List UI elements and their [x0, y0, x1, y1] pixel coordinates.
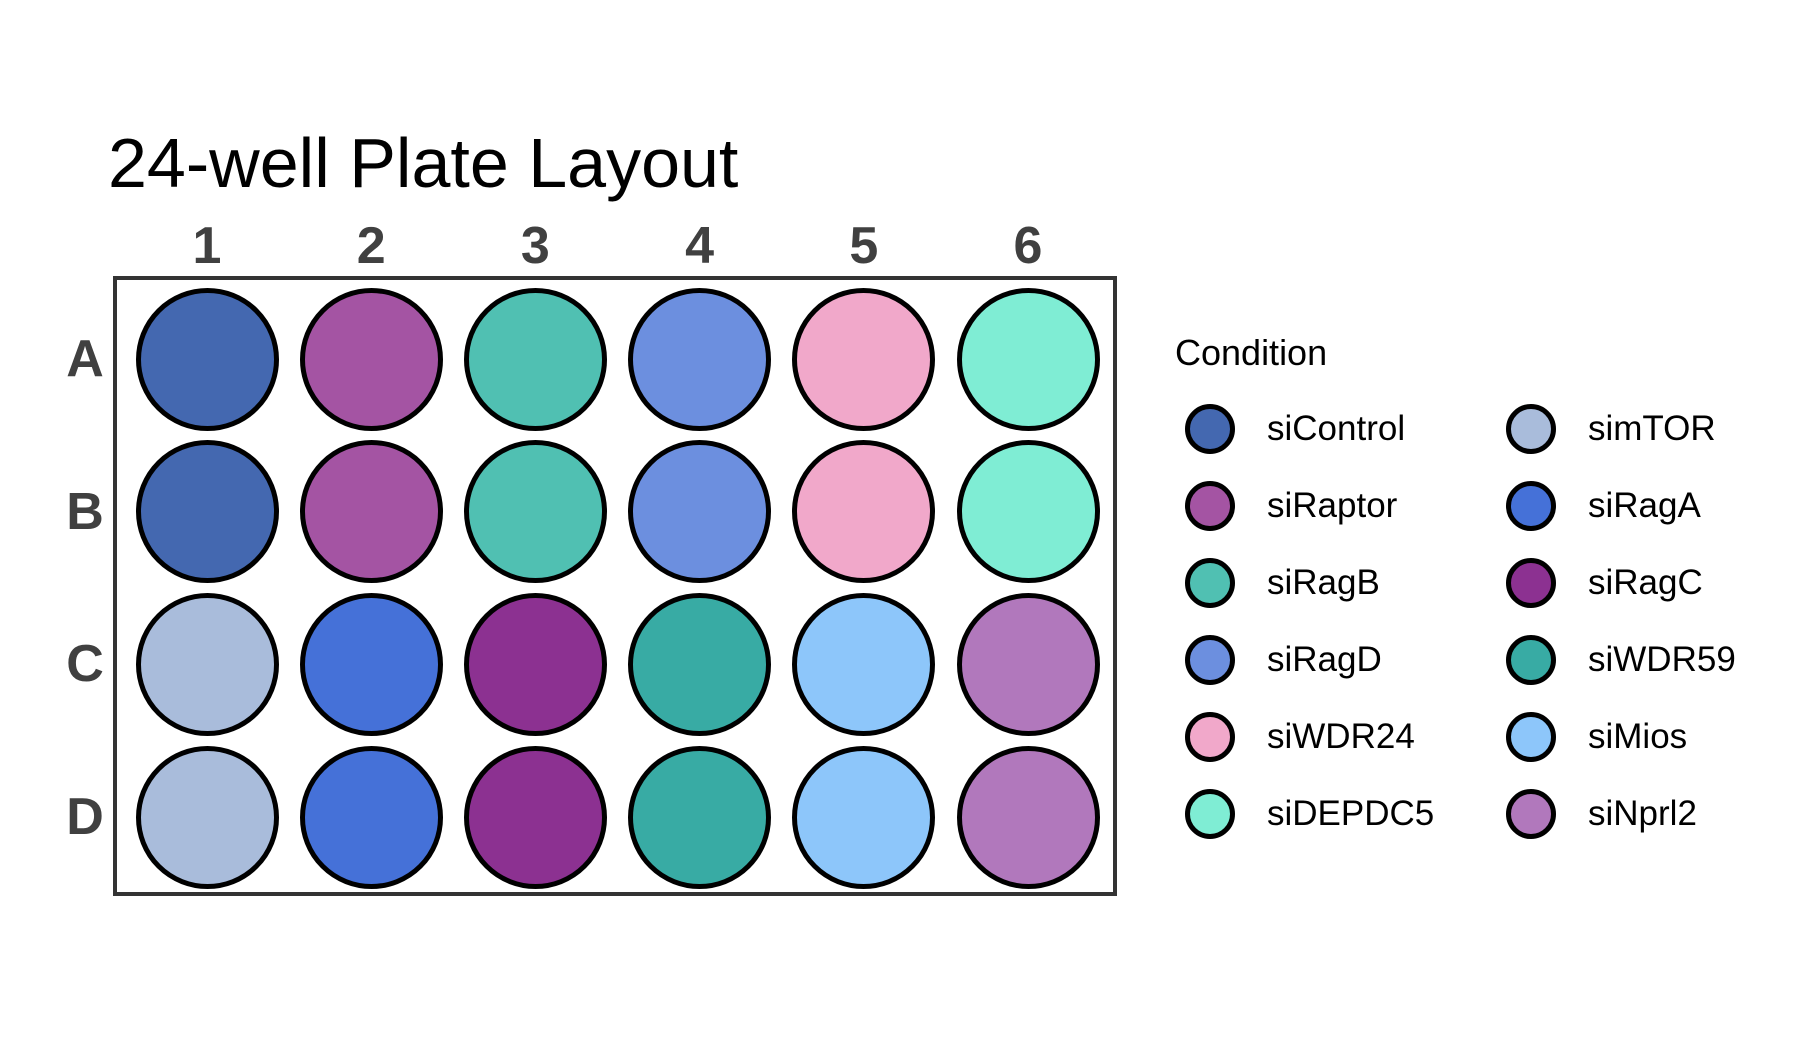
legend-entry-siMios: siMios: [1506, 712, 1687, 762]
chart-title: 24-well Plate Layout: [108, 124, 739, 202]
legend-entry-siWDR24: siWDR24: [1185, 712, 1415, 762]
legend-entry-simTOR: simTOR: [1506, 404, 1716, 454]
well-A5: [792, 287, 936, 431]
well-C4: [628, 592, 772, 736]
legend-swatch-siRagB: [1185, 558, 1235, 608]
well-C6: [956, 592, 1100, 736]
legend-swatch-siRagA: [1506, 481, 1556, 531]
row-label-A: A: [66, 330, 104, 388]
legend-swatch-siWDR24: [1185, 712, 1235, 762]
well-A6: [956, 287, 1100, 431]
well-B4: [628, 440, 772, 584]
legend-entry-siRagD: siRagD: [1185, 635, 1382, 685]
legend-swatch-simTOR: [1506, 404, 1556, 454]
legend-swatch-siRagC: [1506, 558, 1556, 608]
well-D3: [463, 745, 607, 889]
well-A4: [628, 287, 772, 431]
legend-label-siDEPDC5: siDEPDC5: [1267, 794, 1435, 833]
legend-swatch-siNprl2: [1506, 789, 1556, 839]
legend-entry-siRagB: siRagB: [1185, 558, 1380, 608]
well-D4: [628, 745, 772, 889]
legend-title: Condition: [1175, 332, 1328, 373]
legend-swatch-siMios: [1506, 712, 1556, 762]
legend-label-siRagA: siRagA: [1588, 486, 1701, 525]
row-label-D: D: [66, 788, 104, 847]
well-C3: [463, 592, 607, 736]
plate-outline: [113, 276, 1117, 896]
well-C2: [299, 592, 443, 736]
legend-entry-siRagA: siRagA: [1506, 481, 1701, 531]
well-B6: [956, 440, 1100, 584]
legend-swatch-siControl: [1185, 404, 1235, 454]
legend-swatch-siRaptor: [1185, 481, 1235, 531]
legend-label-siMios: siMios: [1588, 717, 1688, 756]
row-label-C: C: [66, 635, 104, 694]
legend-entry-siWDR59: siWDR59: [1506, 635, 1736, 685]
legend-label-siWDR24: siWDR24: [1267, 717, 1415, 756]
legend-entry-siRagC: siRagC: [1506, 558, 1703, 608]
legend-entry-siNprl2: siNprl2: [1506, 789, 1697, 839]
legend-swatch-siWDR59: [1506, 635, 1556, 685]
well-C5: [792, 592, 936, 736]
col-label-6: 6: [1013, 217, 1043, 275]
legend-swatch-siRagD: [1185, 635, 1235, 685]
well-D2: [299, 745, 443, 889]
col-label-5: 5: [849, 217, 879, 275]
col-label-4: 4: [685, 217, 715, 275]
well-D1: [135, 745, 279, 889]
legend-entry-siDEPDC5: siDEPDC5: [1185, 789, 1434, 839]
legend-label-siRaptor: siRaptor: [1267, 486, 1398, 525]
col-label-2: 2: [356, 217, 386, 275]
legend-label-siNprl2: siNprl2: [1588, 794, 1697, 833]
legend-label-siWDR59: siWDR59: [1588, 640, 1736, 679]
well-B1: [135, 440, 279, 584]
well-A3: [463, 287, 607, 431]
legend-label-simTOR: simTOR: [1588, 409, 1716, 448]
row-label-B: B: [66, 482, 104, 541]
legend-entry-siRaptor: siRaptor: [1185, 481, 1397, 531]
well-A1: [135, 287, 279, 431]
well-B3: [463, 440, 607, 584]
legend-swatch-siDEPDC5: [1185, 789, 1235, 839]
well-A2: [299, 287, 443, 431]
legend-label-siRagD: siRagD: [1267, 640, 1382, 679]
well-B5: [792, 440, 936, 584]
well-D6: [956, 745, 1100, 889]
well-C1: [135, 592, 279, 736]
well-B2: [299, 440, 443, 584]
legend-label-siRagB: siRagB: [1267, 563, 1380, 602]
well-D5: [792, 745, 936, 889]
col-label-1: 1: [192, 217, 222, 275]
legend-label-siRagC: siRagC: [1588, 563, 1703, 602]
legend-entry-siControl: siControl: [1185, 404, 1405, 454]
col-label-3: 3: [520, 217, 550, 275]
legend-label-siControl: siControl: [1267, 409, 1406, 448]
